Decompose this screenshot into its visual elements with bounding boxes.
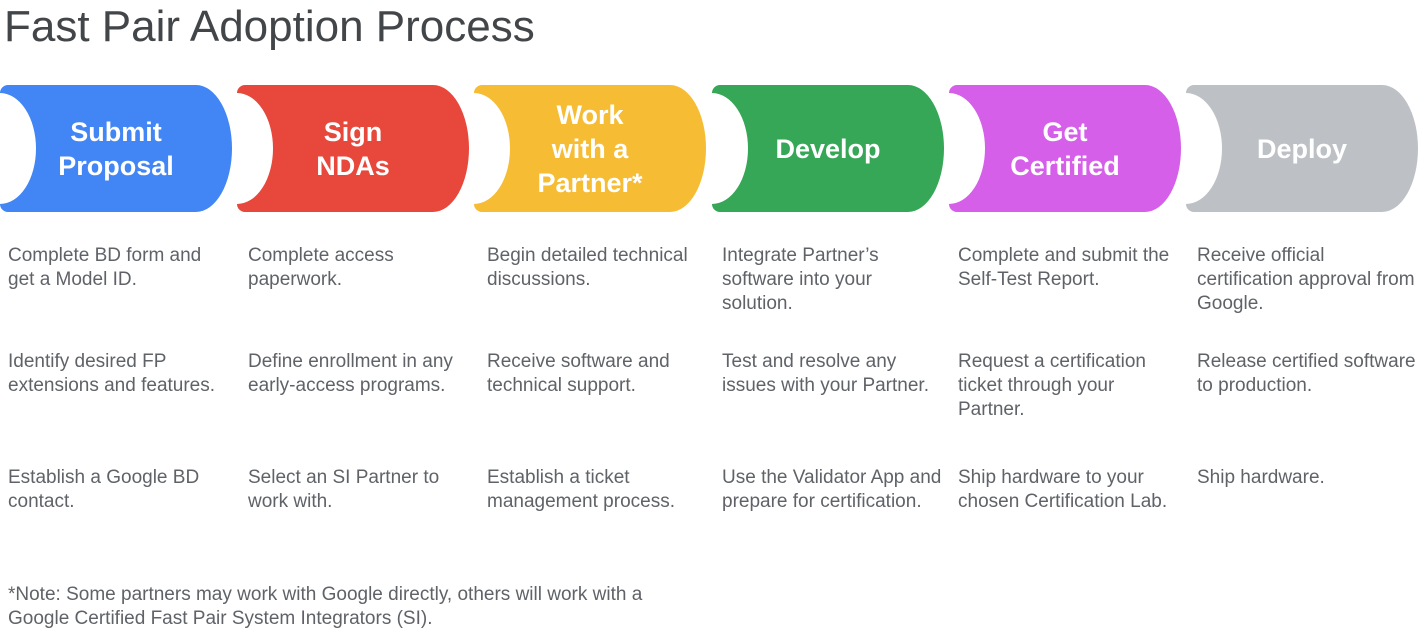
- stage-label-deploy: Deploy: [1256, 133, 1348, 164]
- chevron-pill-shape: [237, 85, 469, 212]
- stage-shape-deploy: [1186, 85, 1418, 212]
- stage-shape-sign-ndas: [237, 85, 469, 212]
- desc-submit-proposal-3: Establish a Google BD contact.: [8, 467, 200, 512]
- desc-develop-3: Use the Validator App and prepare for ce…: [722, 467, 942, 512]
- desc-submit-proposal-1: Complete BD form and get a Model ID.: [8, 245, 202, 290]
- desc-work-with-partner-2: Receive software and technical support.: [487, 351, 670, 396]
- desc-get-certified-1: Complete and submit the Self-Test Report…: [958, 245, 1170, 290]
- stage-label-get-certified: Get Certified: [1010, 116, 1120, 181]
- desc-work-with-partner-1: Begin detailed technical discussions.: [487, 245, 688, 290]
- stage-label-submit-proposal: Submit Proposal: [58, 116, 174, 181]
- desc-develop-1: Integrate Partner’s software into your s…: [722, 245, 879, 314]
- stage-shape-develop: [712, 85, 944, 212]
- desc-submit-proposal-2: Identify desired FP extensions and featu…: [8, 351, 216, 396]
- chevron-pill-shape: [0, 85, 232, 212]
- footnote: *Note: Some partners may work with Googl…: [8, 584, 643, 629]
- chevron-pill-shape: [949, 85, 1181, 212]
- desc-work-with-partner-3: Establish a ticket management process.: [487, 467, 675, 512]
- page-title: Fast Pair Adoption Process: [4, 2, 535, 51]
- desc-develop-2: Test and resolve any issues with your Pa…: [722, 351, 929, 396]
- desc-sign-ndas-1: Complete access paperwork.: [248, 245, 394, 290]
- desc-sign-ndas-3: Select an SI Partner to work with.: [248, 467, 440, 512]
- stage-label-sign-ndas: Sign NDAs: [316, 116, 390, 181]
- stage-shape-work-with-partner: [474, 85, 706, 212]
- desc-deploy-3: Ship hardware.: [1197, 467, 1325, 488]
- chevron-pill-shape: [474, 85, 706, 212]
- chevron-pill-shape: [1186, 85, 1418, 212]
- stage-label-work-with-partner: Work with a Partner*: [537, 99, 643, 198]
- chevron-pill-shape: [712, 85, 944, 212]
- stage-shape-submit-proposal: [0, 85, 232, 212]
- desc-get-certified-2: Request a certification ticket through y…: [958, 351, 1146, 420]
- desc-deploy-1: Receive official certification approval …: [1197, 245, 1415, 314]
- stage-label-develop: Develop: [775, 133, 881, 164]
- desc-sign-ndas-2: Define enrollment in any early-access pr…: [248, 351, 453, 396]
- desc-get-certified-3: Ship hardware to your chosen Certificati…: [958, 467, 1168, 512]
- stage-shape-get-certified: [949, 85, 1181, 212]
- desc-deploy-2: Release certified software to production…: [1197, 351, 1416, 396]
